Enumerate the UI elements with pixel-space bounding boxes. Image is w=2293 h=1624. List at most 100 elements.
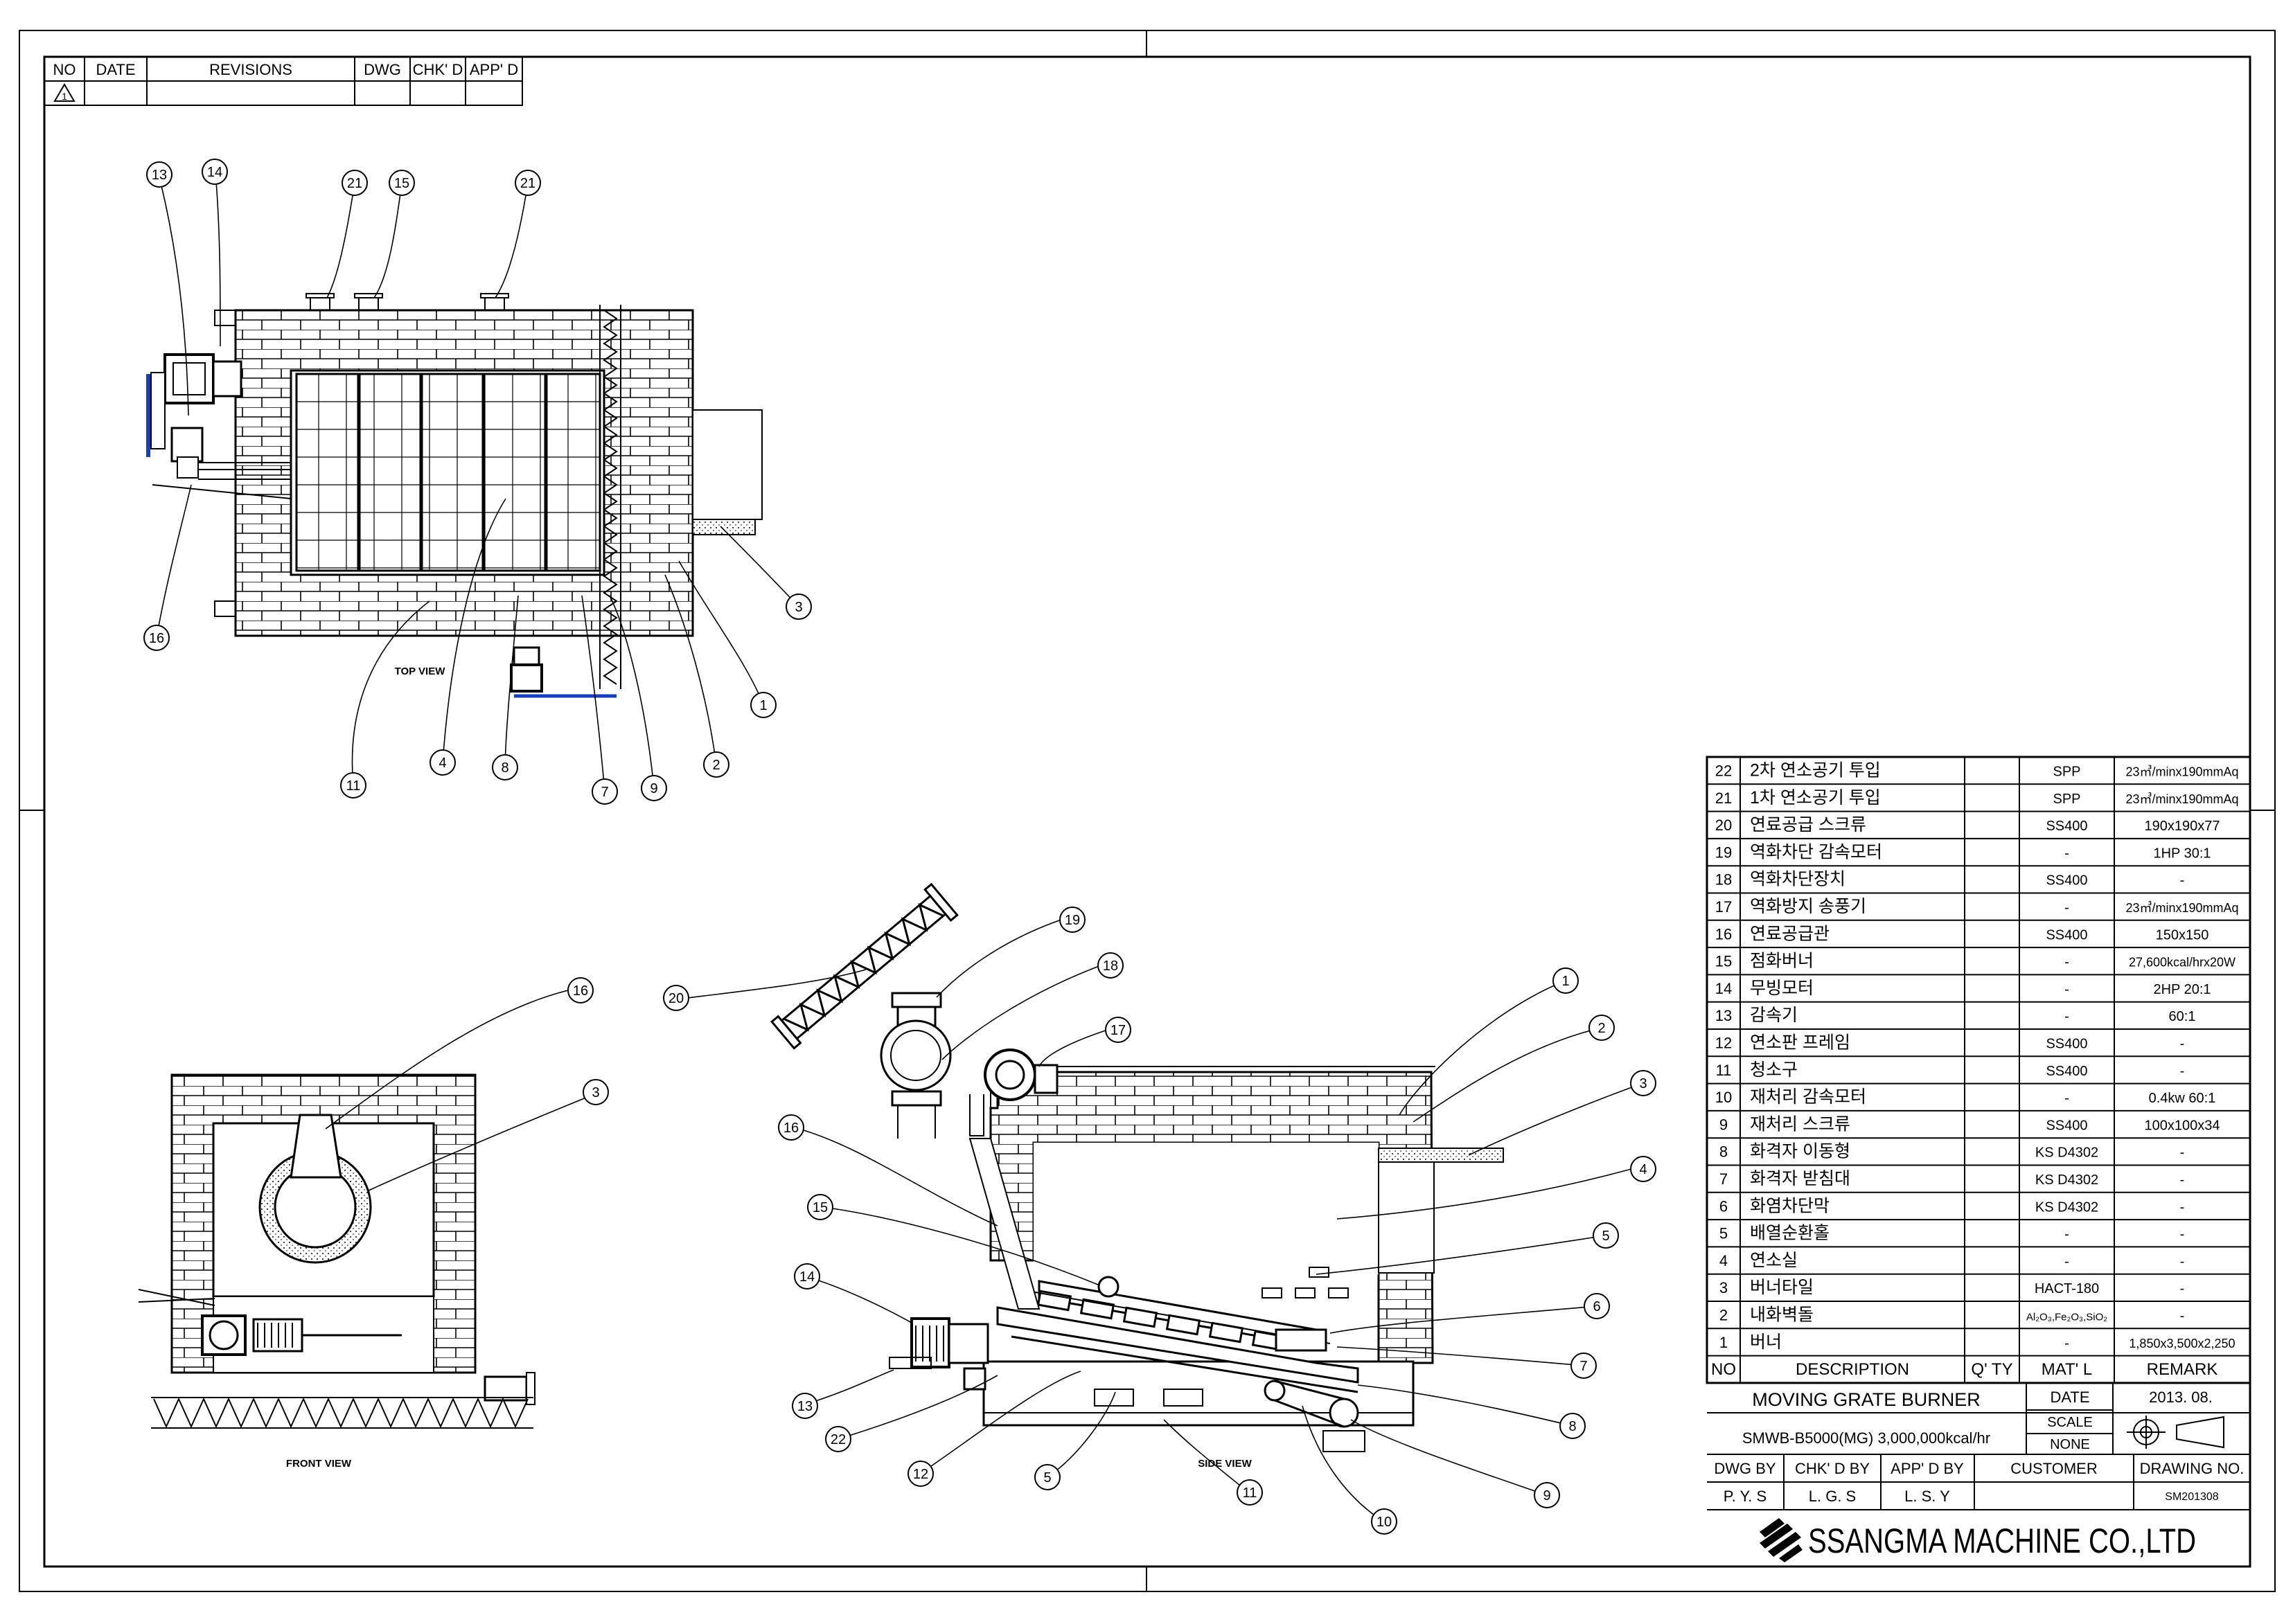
- parts-row-material: SS400: [2046, 927, 2087, 943]
- rev-header-date: DATE: [96, 61, 135, 78]
- balloon-side-19: [1059, 907, 1086, 933]
- parts-row-material: SS400: [2046, 873, 2087, 889]
- balloon-side-7: [1570, 1353, 1597, 1379]
- revision-triangle-icon: [53, 83, 76, 102]
- parts-row-material: -: [2064, 1009, 2069, 1024]
- front-view-drive: [138, 1289, 535, 1405]
- balloon-top-21b: [515, 170, 541, 196]
- parts-row-description: 버너: [1750, 1332, 1782, 1352]
- balloon-side-13-label: 13: [797, 1399, 813, 1414]
- parts-row-remark: 23㎥/minx190mmAq: [2125, 792, 2238, 806]
- parts-row-description: 연소실: [1750, 1251, 1798, 1270]
- parts-row-description: 내화벽돌: [1750, 1305, 1814, 1325]
- balloon-top-1: [750, 692, 777, 718]
- balloon-top-11: [340, 772, 366, 798]
- balloon-top-1-label: 1: [759, 698, 767, 713]
- parts-row-description: 1차 연소공기 투입: [1750, 788, 1881, 807]
- title-block-customer-label: CUSTOMER: [2010, 1460, 2098, 1477]
- balloon-side-9-label: 9: [1543, 1488, 1550, 1503]
- balloon-top-13: [146, 161, 172, 188]
- balloon-top-9-label: 9: [650, 781, 657, 796]
- balloon-side-14: [794, 1263, 820, 1290]
- parts-row-no: 21: [1715, 789, 1732, 807]
- balloon-top-11-label: 11: [346, 778, 361, 794]
- title-block-date-value: 2013. 08.: [2149, 1389, 2213, 1406]
- parts-row-material: -: [2064, 1336, 2069, 1351]
- parts-row-description: 역화방지 송풍기: [1750, 897, 1866, 916]
- parts-row-no: 5: [1719, 1225, 1728, 1242]
- balloon-front-3: [583, 1079, 609, 1105]
- balloon-side-2-label: 2: [1597, 1021, 1605, 1036]
- balloon-side-9: [1534, 1482, 1560, 1508]
- balloon-side-17-label: 17: [1110, 1023, 1126, 1038]
- balloon-top-2: [703, 751, 729, 778]
- balloon-side-17: [1105, 1017, 1131, 1043]
- parts-row-material: -: [2064, 1254, 2069, 1269]
- top-view-burner-tile: [692, 519, 756, 535]
- parts-row-remark: -: [2180, 1145, 2185, 1161]
- parts-row-material: SS400: [2046, 1118, 2087, 1133]
- parts-header-description: DESCRIPTION: [1796, 1360, 1909, 1379]
- parts-row-no: 14: [1715, 980, 1732, 997]
- parts-row-material: -: [2064, 846, 2069, 861]
- parts-row-material: HACT-180: [2035, 1281, 2099, 1296]
- balloon-side-18: [1097, 952, 1124, 979]
- parts-row-no: 18: [1715, 871, 1732, 889]
- parts-row-remark: 1HP 30:1: [2153, 846, 2211, 861]
- title-block-drawing-no-label: DRAWING NO.: [2140, 1460, 2245, 1477]
- balloon-side-5b-label: 5: [1602, 1229, 1609, 1244]
- balloon-side-5b: [1593, 1222, 1619, 1249]
- rev-header-no: NO: [53, 61, 76, 78]
- balloon-top-2-label: 2: [712, 758, 720, 773]
- side-view-backfire-damper: [880, 992, 952, 1139]
- rev-header-dwg: DWG: [364, 61, 401, 78]
- parts-row-no: 4: [1719, 1252, 1728, 1269]
- parts-row-no: 6: [1719, 1197, 1728, 1215]
- parts-row-no: 9: [1719, 1116, 1728, 1133]
- parts-row-no: 22: [1715, 762, 1732, 780]
- balloon-side-14-label: 14: [799, 1269, 815, 1285]
- side-view-ignition-burner: [1097, 1276, 1119, 1298]
- balloon-side-12-label: 12: [913, 1467, 928, 1482]
- rev-header-appd: APP' D: [470, 61, 518, 78]
- title-block-chkd-by: L. G. S: [1809, 1488, 1856, 1505]
- balloon-side-16-label: 16: [783, 1121, 799, 1136]
- balloon-side-1: [1552, 967, 1579, 994]
- rev-header-chkd: CHK' D: [413, 61, 463, 78]
- top-view-air-inlets: [214, 293, 509, 617]
- side-view-moving-motor: [889, 1317, 989, 1391]
- parts-row-remark: 1,850x3,500x2,250: [2129, 1337, 2235, 1350]
- parts-row-remark: -: [2180, 1281, 2185, 1296]
- balloon-side-20-label: 20: [669, 991, 684, 1006]
- balloon-side-4: [1630, 1156, 1656, 1182]
- parts-row-remark: -: [2180, 1199, 2185, 1215]
- title-block-date-label: DATE: [2050, 1389, 2089, 1406]
- parts-row-remark: -: [2180, 1254, 2185, 1269]
- parts-row-material: Al₂O₃,Fe₂O₃,SiO₂: [2026, 1312, 2107, 1323]
- parts-row-material: -: [2064, 1091, 2069, 1106]
- parts-row-material: KS D4302: [2035, 1172, 2098, 1188]
- parts-row-no: 15: [1715, 953, 1732, 970]
- parts-row-no: 3: [1719, 1279, 1728, 1296]
- parts-row-no: 20: [1715, 817, 1732, 834]
- title-block-chkd-by-label: CHK' D BY: [1795, 1460, 1870, 1477]
- parts-row-description: 무빙모터: [1750, 979, 1814, 998]
- balloon-side-8: [1559, 1413, 1586, 1439]
- balloon-top-14-label: 14: [207, 165, 222, 180]
- balloon-side-3: [1630, 1070, 1656, 1096]
- parts-row-no: 1: [1719, 1334, 1728, 1351]
- side-view-burner-tile: [1378, 1148, 1504, 1163]
- balloon-top-16-label: 16: [149, 631, 164, 646]
- balloon-side-11: [1237, 1479, 1263, 1506]
- balloon-top-13-label: 13: [152, 168, 167, 183]
- parts-row-remark: 150x150: [2156, 927, 2209, 943]
- parts-row-remark: -: [2180, 1172, 2185, 1188]
- company-logo-icon: [1760, 1518, 1803, 1562]
- top-view: TOP VIEW 13 14 21 15 21 3 1: [143, 159, 812, 805]
- title-block-title: MOVING GRATE BURNER: [1752, 1389, 1981, 1410]
- top-view-title: TOP VIEW: [395, 666, 446, 677]
- parts-row-no: 2: [1719, 1307, 1728, 1324]
- parts-row-material: KS D4302: [2035, 1145, 2098, 1161]
- parts-row-remark: 2HP 20:1: [2153, 982, 2211, 997]
- parts-row-remark: 0.4kw 60:1: [2149, 1091, 2216, 1106]
